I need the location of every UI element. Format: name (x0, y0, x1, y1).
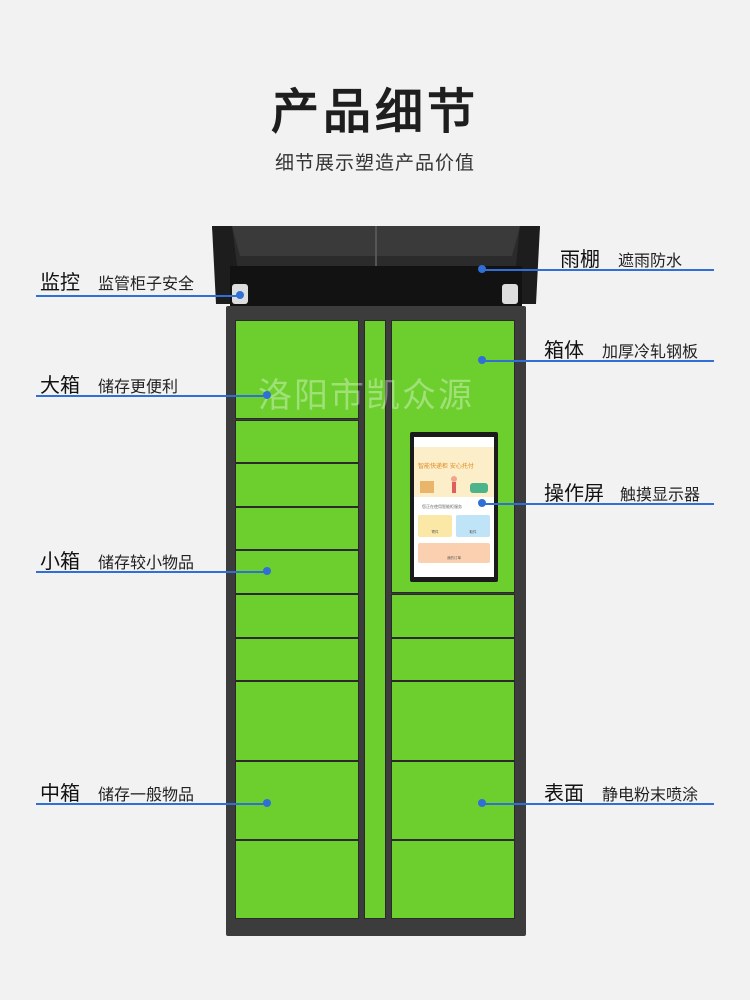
callout-desc: 监管柜子安全 (98, 274, 195, 293)
locker-door (235, 681, 359, 761)
locker-door-medium (235, 761, 359, 840)
callout-label: 箱体 (544, 338, 584, 362)
locker-door (235, 594, 359, 638)
callout-label: 表面 (544, 781, 584, 805)
callout-desc: 静电粉末喷涂 (602, 785, 699, 804)
locker-door (391, 840, 515, 919)
locker-door-large (235, 320, 359, 419)
locker-door (391, 638, 515, 681)
callout-desc: 储存较小物品 (98, 553, 195, 572)
screen-sub-text: 您正在使用智能柜服务 (422, 504, 462, 509)
callout-label: 小箱 (40, 549, 80, 573)
locker-canopy (212, 226, 540, 306)
callout-desc: 加厚冷轧钢板 (602, 342, 699, 361)
callout-desc: 储存更便利 (98, 377, 179, 396)
touch-screen: 智能快递柜 安心托付 您正在使用智能柜服务 寄件 取件 我的订单 (414, 437, 494, 577)
locker-center-strip (364, 320, 386, 919)
locker-door (235, 840, 359, 919)
screen-banner: 智能快递柜 安心托付 (414, 447, 494, 497)
callout-label: 监控 (40, 270, 80, 294)
callout-desc: 储存一般物品 (98, 785, 195, 804)
screen-tile-send[interactable]: 寄件 (418, 515, 452, 537)
callout-desc: 遮雨防水 (618, 251, 683, 270)
watermark: 洛阳市凯众源 (258, 376, 474, 416)
page-title: 产品细节 (270, 84, 479, 140)
screen-banner-text: 智能快递柜 安心托付 (418, 463, 474, 470)
locker-door (391, 761, 515, 840)
callout-label: 中箱 (40, 781, 80, 805)
callout-desc: 触摸显示器 (620, 485, 701, 504)
page-subtitle: 细节展示塑造产品价值 (274, 152, 475, 174)
screen-tile-pickup[interactable]: 取件 (456, 515, 490, 537)
screen-tile-orders[interactable]: 我的订单 (418, 543, 490, 563)
locker-door (235, 507, 359, 550)
locker-door (391, 594, 515, 638)
locker-door (235, 463, 359, 507)
locker-door (235, 638, 359, 681)
locker-door (391, 681, 515, 761)
delivery-illustration-icon (420, 476, 488, 493)
callout-label: 大箱 (40, 373, 80, 397)
locker-door (235, 420, 359, 463)
callout-label: 操作屏 (544, 481, 604, 505)
callout-label: 雨棚 (560, 247, 600, 271)
camera-right-icon (502, 284, 518, 304)
